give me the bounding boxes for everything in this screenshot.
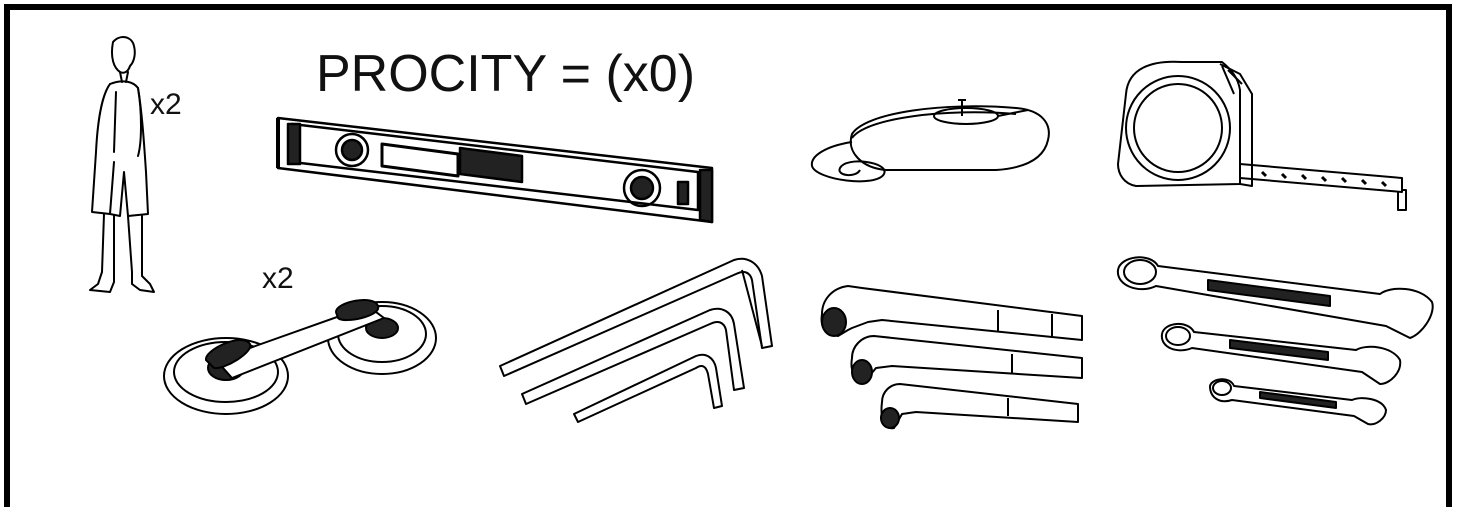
person-quantity-label: x2: [150, 88, 182, 121]
person-icon: [80, 32, 160, 302]
spirit-level-icon: [272, 110, 722, 230]
pipe-socket-wrenches-icon: [812, 270, 1102, 445]
suction-cup-quantity-label: x2: [262, 262, 294, 295]
combination-wrenches-icon: [1110, 250, 1450, 430]
tape-measure-icon: [1112, 54, 1412, 220]
chalk-line-reel-icon: [806, 96, 1056, 191]
hex-key-set-icon: [496, 254, 786, 429]
suction-cup-lifter-icon: [160, 288, 440, 428]
page-title: PROCITY = (x0): [316, 45, 696, 103]
